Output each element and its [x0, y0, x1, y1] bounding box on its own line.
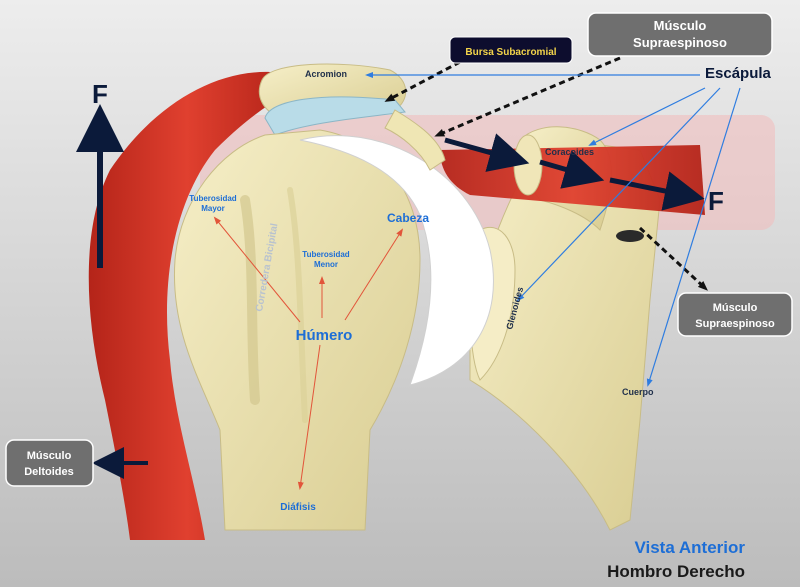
- humerus-bone: [173, 129, 421, 531]
- humero-to-cabeza: [344, 228, 404, 321]
- escapula-label: Escápula: [705, 65, 772, 82]
- supraspinatus-right-pointer: [638, 226, 708, 291]
- supraspinatus-right-label-line1: Músculo: [713, 302, 758, 314]
- deltoid-box-bg: [5, 439, 94, 487]
- side-caption: Hombro Derecho: [607, 562, 745, 581]
- force-label-left: F: [92, 79, 108, 109]
- tuberosidad-menor-label-line2: Menor: [314, 260, 338, 269]
- bursa-box-bg: [449, 36, 573, 64]
- supraspinatus-right-box-bg: [677, 292, 793, 337]
- cabeza-label: Cabeza: [387, 211, 429, 225]
- supraspinatus-tendon: [384, 109, 446, 171]
- coracoid-tip: [513, 134, 543, 196]
- view-caption: Vista Anterior: [634, 538, 745, 557]
- deltoid-label-line1: Músculo: [27, 450, 72, 462]
- deltoid-label-line2: Deltoides: [24, 466, 74, 478]
- humero-label: Húmero: [296, 327, 353, 344]
- force-arrow-supra-3: [609, 171, 705, 211]
- diafisis-label: Diáfisis: [280, 502, 316, 513]
- tuberosidad-menor-label-line1: Tuberosidad: [302, 250, 350, 259]
- escapula-to-cuerpo: [646, 87, 741, 387]
- tuberosidad-mayor-label-line2: Mayor: [201, 204, 225, 213]
- deltoid-label-box: Músculo Deltoides: [5, 439, 94, 487]
- humero-to-tuberosidad-mayor: [213, 216, 301, 323]
- force-label-right: F: [708, 186, 724, 216]
- escapula-to-glenoides: [516, 87, 721, 302]
- deltoid-muscle: [88, 71, 285, 540]
- supraspinatus-top-label-box: Músculo Supraespinoso: [587, 12, 773, 57]
- supraspinatus-top-box-bg: [587, 12, 773, 57]
- scapula-notch: [616, 230, 644, 242]
- humerus-ridge: [287, 187, 308, 423]
- supraspinatus-top-label-line2: Supraespinoso: [633, 35, 727, 50]
- cuerpo-label: Cuerpo: [622, 387, 654, 397]
- bursa-pointer: [384, 60, 461, 102]
- tuberosidad-mayor-label-line1: Tuberosidad: [189, 194, 237, 203]
- supraspinatus-right-label-line2: Supraespinoso: [695, 318, 775, 330]
- subacromial-bursa: [264, 96, 406, 136]
- bursa-label: Bursa Subacromial: [465, 47, 556, 58]
- bicipital-groove: [240, 195, 260, 405]
- force-arrow-supra-2: [539, 150, 605, 189]
- supraspinatus-top-pointer: [434, 56, 621, 137]
- acromion-label: Acromion: [305, 69, 347, 79]
- bursa-label-box: Bursa Subacromial: [449, 36, 573, 64]
- supraspinatus-right-label-box: Músculo Supraespinoso: [677, 292, 793, 337]
- supraspinatus-top-label-line1: Músculo: [654, 18, 707, 33]
- escapula-to-coracoides: [588, 87, 706, 146]
- force-arrow-supra-1: [444, 133, 530, 172]
- humero-to-diafisis: [297, 344, 321, 490]
- coracoides-label: Coracoides: [545, 147, 594, 157]
- humeral-head-cartilage: [299, 135, 494, 386]
